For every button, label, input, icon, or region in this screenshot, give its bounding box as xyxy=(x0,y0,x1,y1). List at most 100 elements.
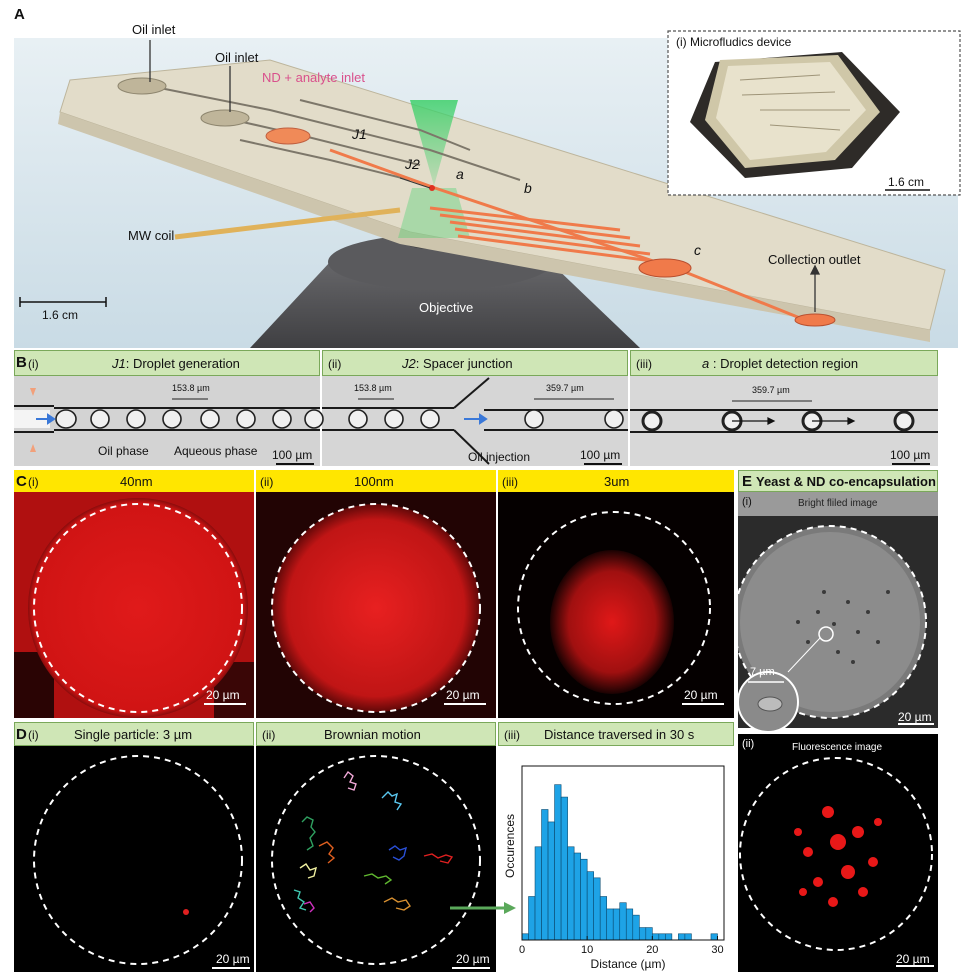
panel-b-iii-header xyxy=(630,350,938,376)
panel-b-iii-title-rest: : Droplet detection region xyxy=(709,356,859,371)
measure-ii-a: 153.8 µm xyxy=(354,383,392,393)
green-arrow xyxy=(450,902,516,914)
j1-label: J1 xyxy=(352,126,367,142)
aqueous-phase-label: Aqueous phase xyxy=(174,444,258,458)
panel-e-ii-scale: 20 µm xyxy=(896,952,930,966)
histogram-xlabel: Distance (µm) xyxy=(591,957,666,971)
mw-coil-label: MW coil xyxy=(128,228,175,243)
panel-a-illustration xyxy=(14,30,961,348)
panel-b-ii-title-rest: : Spacer junction xyxy=(415,356,513,371)
histogram-bar xyxy=(658,933,666,941)
panel-e-i-scale: 20 µm xyxy=(898,710,932,724)
panel-b-iii-title-italic: a xyxy=(702,356,710,371)
scale-b-i: 100 µm xyxy=(272,448,313,462)
oil-inlet-label-2: Oil inlet xyxy=(215,50,259,65)
panel-d-i-title: Single particle: 3 µm xyxy=(74,727,193,742)
fluorescence-label: Fluorescence image xyxy=(792,742,883,753)
panel-a: A Oil inlet Oil inlet ND + analyte inlet… xyxy=(0,0,972,348)
panel-c-i-sub: (i) xyxy=(28,475,39,489)
panel-c-fluorescence xyxy=(14,492,734,718)
panel-d-i-scale: 20 µm xyxy=(216,952,250,966)
histogram-bar xyxy=(678,933,686,941)
oil-inlet-label-1: Oil inlet xyxy=(132,22,176,37)
panel-c-ii-sub: (ii) xyxy=(260,475,274,489)
panel-b-i-title-rest: : Droplet generation xyxy=(125,356,240,371)
panel-d-iii-title: Distance traversed in 30 s xyxy=(544,727,695,742)
region-a-label: a xyxy=(456,166,464,182)
inset-title: (i) Microfludics device xyxy=(676,35,792,49)
panel-c-iii-title: 3um xyxy=(604,474,630,489)
panel-b-ii-title: J2: Spacer junction xyxy=(402,356,513,371)
panel-a-letter: A xyxy=(14,6,25,23)
panel-e-i-sub: (i) xyxy=(742,496,752,508)
histogram-x-tick-label: 0 xyxy=(519,944,525,956)
panel-d-i-sub: (i) xyxy=(28,728,39,742)
histogram-bar xyxy=(528,896,536,941)
panel-b-ii-title-italic: J2 xyxy=(402,356,416,371)
panel-d-ii-title: Brownian motion xyxy=(324,727,421,742)
measure-iii: 359.7 µm xyxy=(752,385,790,395)
panel-b-ii-sub: (ii) xyxy=(328,357,342,371)
histogram-frame xyxy=(521,765,725,941)
panel-b-letter: B xyxy=(16,354,27,371)
panel-c-i-header xyxy=(14,470,254,492)
panel-c-iii-header xyxy=(498,470,734,492)
histogram-bar xyxy=(652,933,660,941)
histogram-bar xyxy=(547,821,555,941)
inset-7um-scale: 7 µm xyxy=(750,666,775,678)
histogram-bar xyxy=(684,933,692,941)
panel-a-scale-label: 1.6 cm xyxy=(42,308,79,322)
panel-d-ii-header xyxy=(256,722,496,746)
histogram-bar xyxy=(632,914,640,941)
histogram-bar xyxy=(567,846,575,941)
histogram-bar xyxy=(599,896,608,941)
panel-c-iii-scale: 20 µm xyxy=(684,688,718,702)
histogram-bar xyxy=(593,877,601,941)
scale-b-ii: 100 µm xyxy=(580,448,621,462)
panel-d-images xyxy=(14,746,496,972)
histogram-bar xyxy=(521,933,529,941)
histogram-bar xyxy=(645,927,653,941)
panel-d-iii-sub: (iii) xyxy=(504,728,520,742)
histogram-bar xyxy=(560,796,568,941)
panel-b-ii-header xyxy=(322,350,628,376)
panel-d-letter: D xyxy=(16,726,27,743)
oil-phase-label: Oil phase xyxy=(98,444,149,458)
panel-c-ii-header xyxy=(256,470,496,492)
panel-e-ii-sub: (ii) xyxy=(742,738,755,750)
panel-c-i-title: 40nm xyxy=(120,474,153,489)
panel-b-i-title-italic: J1 xyxy=(112,356,126,371)
panel-b-i-sub: (i) xyxy=(28,357,39,371)
objective-label: Objective xyxy=(419,300,474,315)
collection-outlet-label: Collection outlet xyxy=(768,252,861,267)
panel-c: C (i) 40nm (ii) 100nm (iii) 3um 20 µm 20… xyxy=(14,470,738,718)
panel-b-iii-title: a : Droplet detection region xyxy=(702,356,858,371)
panel-b-i-header xyxy=(14,350,320,376)
panel-c-i-scale: 20 µm xyxy=(206,688,240,702)
panel-d-iii-header xyxy=(498,722,734,746)
histogram-x-tick-label: 10 xyxy=(581,944,593,956)
histogram-bar xyxy=(710,933,718,941)
oil-injection-label: Oil injection xyxy=(468,450,531,464)
panel-b: B (i) J1: Droplet generation (ii) J2: Sp… xyxy=(14,350,938,466)
histogram-bar xyxy=(573,852,581,941)
histogram-bar xyxy=(638,927,647,941)
panel-c-letter: C xyxy=(16,473,27,490)
measure-i: 153.8 µm xyxy=(172,383,210,393)
histogram-bar xyxy=(619,902,627,941)
histogram-bar xyxy=(665,933,673,941)
histogram-bar xyxy=(541,809,549,941)
histogram-bar xyxy=(534,846,542,941)
panel-e: E Yeast & ND co-encapsulation (i) Bright… xyxy=(738,470,938,972)
panel-b-i-title: J1: Droplet generation xyxy=(112,356,240,371)
panel-e-letter: E xyxy=(742,473,753,490)
scale-b-iii: 100 µm xyxy=(890,448,931,462)
panel-d-ii-scale: 20 µm xyxy=(456,952,490,966)
j2-label: J2 xyxy=(405,156,420,172)
panel-c-iii-sub: (iii) xyxy=(502,475,518,489)
panel-d-ii-sub: (ii) xyxy=(262,728,276,742)
histogram-x-tick-label: 30 xyxy=(711,944,723,956)
inset-scale-label: 1.6 cm xyxy=(888,175,925,189)
